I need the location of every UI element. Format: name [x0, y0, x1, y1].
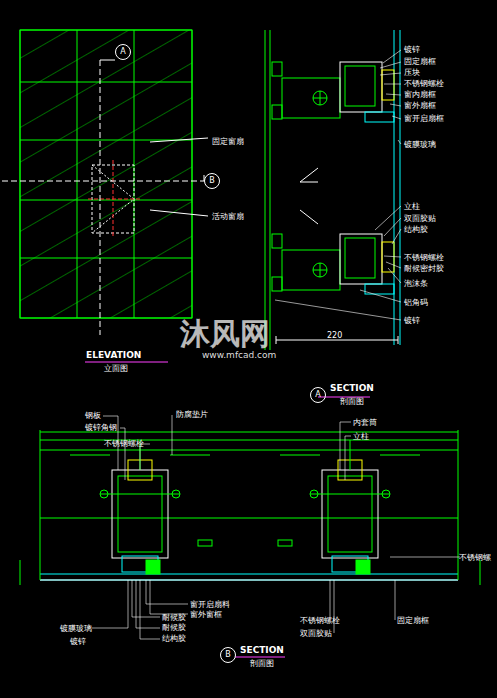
part-label: 立柱	[353, 432, 369, 441]
part-label: 镀膜玻璃	[404, 140, 436, 149]
section-marker: B	[220, 647, 236, 663]
part-label: 耐候胶	[162, 623, 186, 632]
part-label: 内套筒	[353, 418, 377, 427]
part-label: 防腐垫片	[176, 410, 208, 419]
part-label: 压块	[404, 68, 420, 77]
part-label: 固定窗扇	[212, 137, 244, 146]
part-label: 双面胶贴	[300, 629, 332, 638]
part-label: 窗开启扇框	[404, 114, 444, 123]
part-label: 不锈钢螺栓	[404, 253, 444, 262]
part-label: 立柱	[404, 202, 420, 211]
part-label: 不锈钢螺栓	[104, 439, 144, 448]
part-label: 双面胶贴	[404, 214, 436, 223]
marker-letter: B	[209, 177, 215, 185]
marker-letter: A	[315, 391, 320, 399]
part-label: 剖面图	[250, 659, 274, 668]
part-label: 镀膜玻璃	[60, 624, 92, 633]
part-label: 镀锌	[404, 316, 420, 325]
part-label: 窗内扇框	[404, 90, 436, 99]
part-label: 镀锌角钢	[85, 423, 117, 432]
marker-letter: A	[120, 48, 125, 56]
part-label: 结构胶	[404, 225, 428, 234]
part-label: 窗外扇框	[404, 101, 436, 110]
part-label: 窗开启扇料	[190, 600, 230, 609]
part-label: 结构胶	[162, 634, 186, 643]
part-label: 立面图	[104, 364, 128, 373]
part-label: 铝角码	[404, 298, 428, 307]
part-label: 耐候胶	[162, 613, 186, 622]
watermark: www.mfcad.com	[202, 351, 276, 360]
part-label: 镀锌	[70, 637, 86, 646]
part-label: ELEVATION	[86, 351, 141, 360]
part-label: SECTION	[240, 646, 284, 655]
part-label: 剖面图	[340, 397, 364, 406]
part-label: 不锈钢螺栓	[404, 79, 444, 88]
part-label: 活动窗扇	[212, 212, 244, 221]
part-label: SECTION	[330, 384, 374, 393]
part-label: 镀锌	[404, 45, 420, 54]
watermark: 沐风网	[180, 318, 270, 350]
part-label: 耐候密封胶	[404, 264, 444, 273]
part-label: 不锈钢螺	[459, 553, 491, 562]
part-label: 固定扇框	[404, 57, 436, 66]
part-label: 钢板	[85, 411, 101, 420]
marker-letter: B	[225, 651, 231, 659]
section-marker: B	[204, 173, 220, 189]
section-marker: A	[310, 387, 326, 403]
part-label: 泡沫条	[404, 279, 428, 288]
section-marker: A	[115, 44, 131, 60]
part-label: 不锈钢螺栓	[300, 616, 340, 625]
part-label: 固定扇框	[397, 616, 429, 625]
part-label: 220	[327, 331, 342, 340]
part-label: 窗外窗框	[190, 610, 222, 619]
